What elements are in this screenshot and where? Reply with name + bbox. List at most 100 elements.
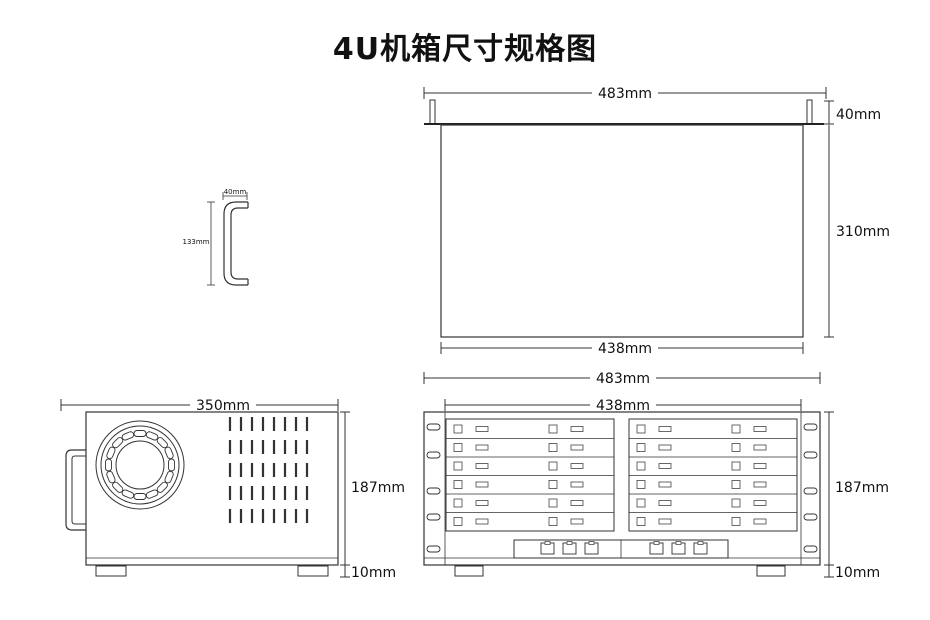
status-led: [453, 443, 463, 452]
port-slot: [753, 426, 767, 432]
ear-slot: [426, 545, 441, 553]
fan-slot: [164, 470, 174, 484]
rj45-tab: [588, 541, 595, 545]
ear-slot: [426, 423, 441, 431]
ear-slot: [803, 513, 818, 521]
ear-slot: [426, 487, 441, 495]
ear-slot: [803, 487, 818, 495]
ear-slot: [803, 545, 818, 553]
status-led: [636, 443, 646, 452]
port-slot: [475, 426, 489, 432]
status-led: [636, 424, 646, 434]
port-slot: [753, 444, 767, 451]
status-led: [453, 517, 463, 526]
rj45-tab: [566, 541, 573, 545]
port-slot: [658, 426, 672, 432]
port-slot: [658, 463, 672, 469]
status-led: [453, 480, 463, 489]
status-led: [453, 424, 463, 434]
port-slot: [753, 518, 767, 525]
front-view: 483mm 438mm 187mm 10mm: [423, 368, 889, 581]
status-led: [548, 461, 558, 471]
top-depth-label: 310mm: [836, 224, 890, 240]
top-inner-width-label: 438mm: [598, 341, 652, 357]
status-led: [731, 480, 741, 489]
status-led: [453, 498, 463, 508]
fan-slot: [164, 446, 174, 460]
rj45-tab: [697, 541, 704, 545]
ear-slot: [803, 451, 818, 459]
status-led: [548, 424, 558, 434]
side-view: 350mm 187mm 10mm: [60, 395, 405, 581]
io-card-slots: [446, 424, 797, 526]
port-slot: [658, 518, 672, 525]
side-depth-label: 350mm: [196, 398, 250, 414]
diagram-title: 4U机箱尺寸规格图: [332, 32, 598, 67]
status-led: [548, 480, 558, 489]
fan-slot: [133, 430, 147, 437]
status-led: [731, 424, 741, 434]
port-slot: [475, 500, 489, 506]
status-led: [731, 443, 741, 452]
ear-slot: [426, 451, 441, 459]
port-slot: [753, 463, 767, 469]
top-height-label: 40mm: [836, 107, 881, 123]
port-slot: [570, 463, 584, 469]
status-led: [636, 461, 646, 471]
status-led: [731, 517, 741, 526]
front-foot-label: 10mm: [835, 565, 880, 581]
status-led: [731, 498, 741, 508]
side-height-label: 187mm: [351, 480, 405, 496]
rj45-tab: [675, 541, 682, 545]
port-slot: [658, 500, 672, 506]
fan-slot: [106, 446, 116, 460]
port-slot: [475, 463, 489, 469]
front-height-label: 187mm: [835, 480, 889, 496]
status-led: [548, 498, 558, 508]
port-slot: [570, 481, 584, 488]
fan-grille: [105, 430, 175, 500]
front-width-label: 483mm: [596, 371, 650, 387]
port-slot: [570, 426, 584, 432]
fan-slot: [112, 481, 124, 493]
fan-slot: [106, 470, 116, 484]
ear-slot: [803, 423, 818, 431]
rj45-tab: [544, 541, 551, 545]
rj45-tab: [653, 541, 660, 545]
handle-width-label: 40mm: [224, 188, 247, 196]
status-led: [548, 517, 558, 526]
port-slot: [475, 518, 489, 525]
port-slot: [753, 481, 767, 488]
side-vents: [228, 417, 309, 523]
ethernet-ports: [540, 541, 708, 555]
fan-slot: [168, 458, 175, 472]
port-slot: [570, 518, 584, 525]
handle-detail: 40mm 133mm: [183, 188, 249, 286]
port-slot: [658, 444, 672, 451]
fan-slot: [133, 493, 147, 500]
rack-ear-slots: [426, 423, 818, 553]
top-width-label: 483mm: [598, 86, 652, 102]
side-foot-label: 10mm: [351, 565, 396, 581]
handle-height-label: 133mm: [183, 238, 210, 246]
status-led: [636, 480, 646, 489]
fan-slot: [145, 489, 159, 499]
status-led: [731, 461, 741, 471]
fan-slot: [112, 437, 124, 449]
fan-slot: [121, 489, 135, 499]
status-led: [636, 517, 646, 526]
status-led: [453, 461, 463, 471]
top-view: 483mm 40mm 310mm 438mm: [423, 83, 890, 358]
fan-slot: [156, 481, 168, 493]
port-slot: [570, 444, 584, 451]
front-inner-width-label: 438mm: [596, 398, 650, 414]
fan-slot: [121, 431, 135, 441]
fan-slot: [156, 437, 168, 449]
ear-slot: [426, 513, 441, 521]
status-led: [636, 498, 646, 508]
status-led: [548, 443, 558, 452]
port-slot: [475, 444, 489, 451]
port-slot: [753, 500, 767, 506]
port-slot: [658, 481, 672, 488]
